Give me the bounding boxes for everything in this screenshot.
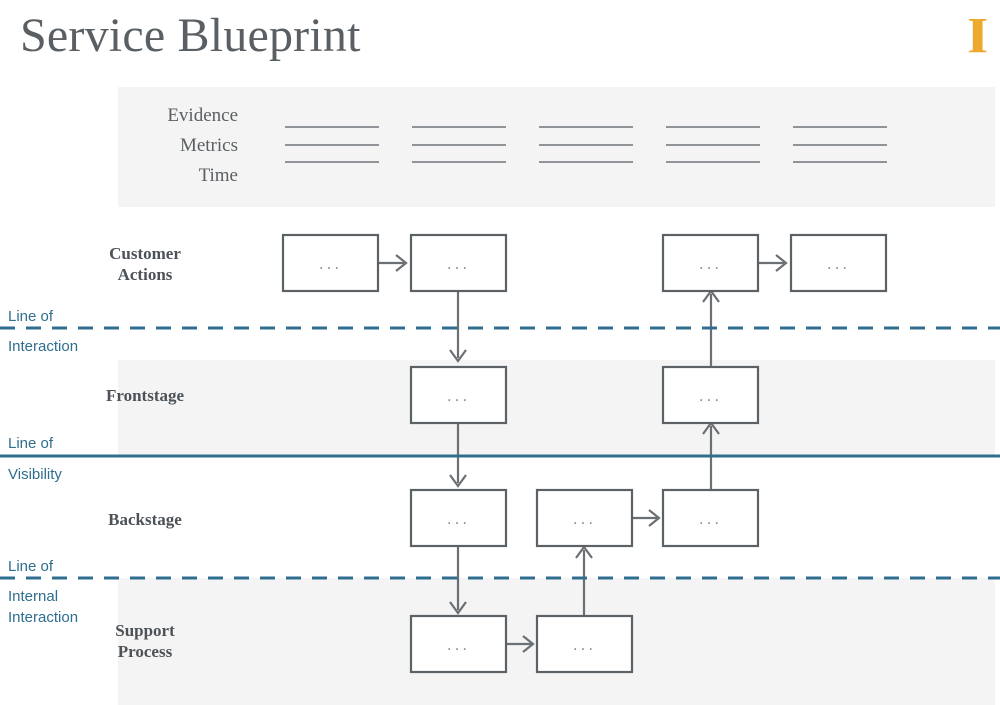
box-support-process-1[interactable]: ... <box>409 614 508 674</box>
row-label-line: Support <box>115 621 175 640</box>
evidence-line-group <box>412 126 506 163</box>
box-customer-actions-1[interactable]: ... <box>281 233 380 293</box>
box-placeholder-dots: ... <box>699 386 722 405</box>
line-label-bottom: Interaction <box>8 338 79 355</box>
row-label-frontstage: Frontstage <box>45 385 245 406</box>
line-label-bottom: Interaction <box>8 609 79 626</box>
box-placeholder-dots: ... <box>447 635 470 654</box>
row-label-line: Actions <box>117 265 173 284</box>
evidence-line-group <box>666 126 760 163</box>
arrowhead-ca3-ca4 <box>775 254 788 272</box>
time-label: Time <box>198 165 238 186</box>
box-placeholder-dots: ... <box>447 386 470 405</box>
arrowhead-bs1-sp1 <box>449 601 467 615</box>
box-placeholder-dots: ... <box>319 254 342 273</box>
line-label-top: Line of <box>8 558 54 575</box>
line-label-top: Line of <box>8 435 54 452</box>
arrowhead-ca1-ca2 <box>395 254 408 272</box>
box-backstage-2[interactable]: ... <box>535 488 634 548</box>
box-backstage-1[interactable]: ... <box>409 488 508 548</box>
box-customer-actions-4[interactable]: ... <box>789 233 888 293</box>
box-customer-actions-2[interactable]: ... <box>409 233 508 293</box>
evidence-line-group <box>793 126 887 163</box>
box-placeholder-dots: ... <box>447 254 470 273</box>
row-label-line: Process <box>117 642 173 661</box>
line-of-interaction-label: Line of Interaction <box>8 306 78 357</box>
evidence-label: Evidence <box>167 105 238 126</box>
box-placeholder-dots: ... <box>699 509 722 528</box>
page-title: Service Blueprint <box>20 9 361 62</box>
arrowhead-ca2-fs1 <box>449 349 467 363</box>
box-placeholder-dots: ... <box>699 254 722 273</box>
frontstage-band <box>118 360 995 455</box>
arrowhead-fs1-bs1 <box>449 474 467 488</box>
arrowhead-sp1-sp2 <box>522 635 535 653</box>
process-boxes: ... ... ... ... ... ... ... <box>281 233 888 674</box>
row-label-backstage: Backstage <box>45 509 245 530</box>
box-placeholder-dots: ... <box>827 254 850 273</box>
arrowhead-bs2-bs3 <box>648 509 661 527</box>
line-label-top: Line of <box>8 308 54 325</box>
line-of-visibility-label: Line of Visibility <box>8 433 62 485</box>
evidence-line-group <box>539 126 633 163</box>
connectors <box>379 254 788 653</box>
box-customer-actions-3[interactable]: ... <box>661 233 760 293</box>
box-placeholder-dots: ... <box>447 509 470 528</box>
box-support-process-2[interactable]: ... <box>535 614 634 674</box>
row-label-line: Frontstage <box>105 386 185 405</box>
box-placeholder-dots: ... <box>573 509 596 528</box>
brand-logo-brackets-icon: ][ <box>967 11 987 56</box>
row-label-line: Customer <box>109 244 181 263</box>
evidence-line-groups <box>285 126 887 163</box>
line-of-internal-interaction-label: Line of Internal Interaction <box>8 556 78 628</box>
box-placeholder-dots: ... <box>573 635 596 654</box>
evidence-line-group <box>285 126 379 163</box>
metrics-label: Metrics <box>179 135 238 156</box>
evidence-panel-band <box>118 87 995 207</box>
line-label-bottom: Visibility <box>8 466 62 483</box>
line-label-mid: Internal <box>8 588 59 605</box>
box-backstage-3[interactable]: ... <box>661 488 760 548</box>
box-frontstage-2[interactable]: ... <box>661 365 760 425</box>
box-frontstage-1[interactable]: ... <box>409 365 508 425</box>
row-label-line: Backstage <box>108 510 182 529</box>
row-label-customer-actions: Customer Actions <box>45 243 245 285</box>
row-label-support-process: Support Process <box>45 620 245 662</box>
